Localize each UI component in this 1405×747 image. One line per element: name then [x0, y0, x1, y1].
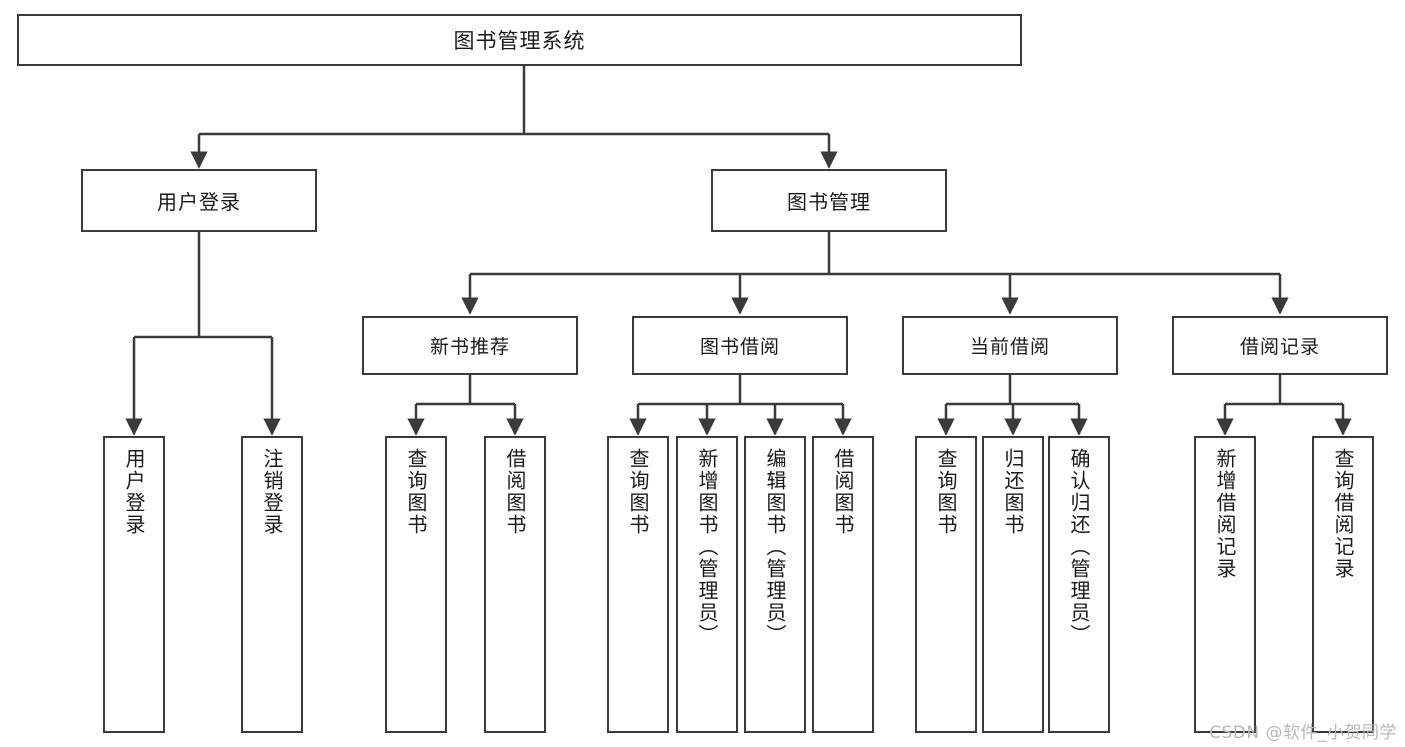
- node-leaf-edit-book-admin-label: 编辑图书（管理员）: [763, 448, 787, 646]
- csdn-watermark: CSDN @软件_小贺同学: [1209, 723, 1397, 743]
- node-leaf-user-login-label: 用户登录: [122, 448, 146, 536]
- node-leaf-query-borrow-record-label: 查询借阅记录: [1331, 448, 1355, 580]
- node-leaf-borrow-book-2[interactable]: 借阅图书: [812, 436, 874, 733]
- node-leaf-add-borrow-record[interactable]: 新增借阅记录: [1194, 436, 1256, 733]
- node-book-borrow-label: 图书借阅: [699, 336, 780, 358]
- node-leaf-add-borrow-record-label: 新增借阅记录: [1213, 448, 1237, 580]
- node-new-book-recommend[interactable]: 新书推荐: [362, 316, 578, 375]
- node-book-manage-label: 图书管理: [787, 190, 871, 214]
- node-new-book-recommend-label: 新书推荐: [429, 336, 510, 358]
- node-leaf-query-book-3-label: 查询图书: [934, 448, 958, 536]
- node-current-borrow-label: 当前借阅: [969, 336, 1050, 358]
- node-leaf-query-book-1-label: 查询图书: [404, 448, 428, 536]
- node-leaf-borrow-book-1[interactable]: 借阅图书: [484, 436, 546, 733]
- node-leaf-logout-login-label: 注销登录: [260, 448, 284, 536]
- node-leaf-query-borrow-record[interactable]: 查询借阅记录: [1312, 436, 1374, 733]
- node-leaf-borrow-book-2-label: 借阅图书: [831, 448, 855, 536]
- node-leaf-query-book-2[interactable]: 查询图书: [607, 436, 669, 733]
- node-leaf-query-book-1[interactable]: 查询图书: [385, 436, 447, 733]
- node-borrow-record[interactable]: 借阅记录: [1172, 316, 1388, 375]
- node-leaf-add-book-admin-label: 新增图书（管理员）: [695, 448, 719, 646]
- node-leaf-return-book-label: 归还图书: [1001, 448, 1025, 536]
- node-book-borrow[interactable]: 图书借阅: [632, 316, 848, 375]
- node-root-label: 图书管理系统: [453, 29, 586, 53]
- node-borrow-record-label: 借阅记录: [1239, 336, 1320, 358]
- node-user-login[interactable]: 用户登录: [81, 169, 317, 232]
- node-leaf-confirm-return-admin-label: 确认归还（管理员）: [1067, 448, 1091, 646]
- node-book-manage[interactable]: 图书管理: [711, 169, 947, 232]
- node-leaf-user-login[interactable]: 用户登录: [103, 436, 165, 733]
- node-current-borrow[interactable]: 当前借阅: [902, 316, 1118, 375]
- node-leaf-return-book[interactable]: 归还图书: [982, 436, 1044, 733]
- node-user-login-label: 用户登录: [157, 190, 241, 214]
- node-leaf-edit-book-admin[interactable]: 编辑图书（管理员）: [744, 436, 806, 733]
- node-leaf-confirm-return-admin[interactable]: 确认归还（管理员）: [1048, 436, 1110, 733]
- node-root[interactable]: 图书管理系统: [17, 14, 1022, 66]
- node-leaf-borrow-book-1-label: 借阅图书: [503, 448, 527, 536]
- node-leaf-query-book-2-label: 查询图书: [626, 448, 650, 536]
- node-leaf-logout-login[interactable]: 注销登录: [241, 436, 303, 733]
- node-leaf-query-book-3[interactable]: 查询图书: [915, 436, 977, 733]
- node-leaf-add-book-admin[interactable]: 新增图书（管理员）: [676, 436, 738, 733]
